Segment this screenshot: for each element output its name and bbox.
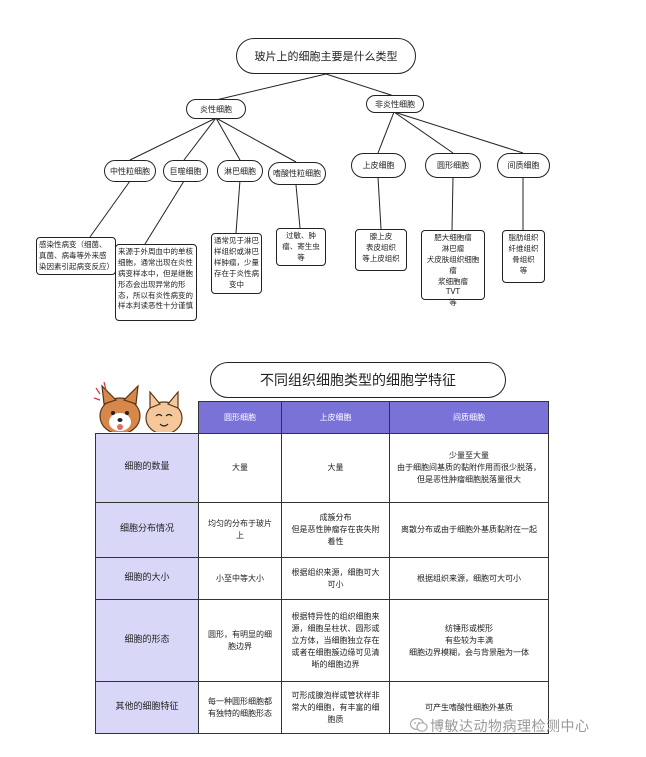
macrophage-note: 来源于外周血中的单核细胞，通常出现在炎性病变样本中，但是继胞形态会出现异常的形态… [115,244,197,321]
table-cell: 离散分布或由于细胞外基质黏附在一起 [389,502,549,558]
lymphocyte-node: 淋巴细胞 [217,160,263,182]
table-corner [96,402,199,434]
mesenchymal-node: 间质细胞 [497,153,550,178]
lymphocyte-note: 通常见于淋巴样组织或淋巴样肿瘤，少量存在于炎性病变中 [211,233,262,294]
eosinophil-node: 嗜酸性粒细胞 [268,162,326,185]
cell-feature-table: 圆形细胞 上皮细胞 间质细胞 细胞的数量 大量 大量 少量至大量 由于细胞间基质… [95,401,549,734]
round-cell-node: 圆形细胞 [425,153,481,178]
macrophage-node: 巨噬细胞 [163,160,208,182]
eosinophil-note: 过敏、肿瘤、寄生虫等 [276,228,326,266]
table-cell: 根据组织来源，细胞可大可小 [281,557,390,600]
row-header: 细胞分布情况 [95,502,199,558]
table-cell: 每一种圆形细胞都有独特的细胞形态 [198,681,282,734]
table-cell: 纺锤形或楔形 有些较为丰满 细胞边界模糊，会与背景融为一体 [389,599,549,682]
table-row: 细胞分布情况 均匀的分布于玻片上 成簇分布 但是恶性肿瘤存在丧失附着性 离散分布… [95,502,549,558]
table-row: 细胞的形态 圆形，有明显的细胞边界 根据特异性的组织细胞来源，细胞呈柱状、圆形或… [95,599,549,682]
row-header: 细胞的大小 [95,557,199,600]
wechat-icon [410,717,428,732]
table-title: 不同组织细胞类型的细胞学特征 [210,362,506,398]
table-cell: 根据特异性的组织细胞来源，细胞呈柱状、圆形或立方体，当细胞独立存在或者在细胞簇边… [281,599,390,682]
table-header-row: 圆形细胞 上皮细胞 间质细胞 [96,401,549,434]
table-row: 细胞的数量 大量 大量 少量至大量 由于细胞间基质的黏附作用而很少脱落，但是恶性… [95,433,549,503]
col-header-round: 圆形细胞 [198,401,282,434]
table-row: 其他的细胞特征 每一种圆形细胞都有独特的细胞形态 可形成腺泡样或管状样非常大的细… [95,681,549,734]
root-node: 玻片上的细胞主要是什么类型 [236,38,416,74]
table-row: 细胞的大小 小至中等大小 根据组织来源，细胞可大可小 根据组织来源，细胞可大可小 [95,557,549,600]
neutrophil-node: 中性粒细胞 [104,160,156,182]
neutrophil-note: 感染性病变（细菌、真菌、病毒等外来感染因素引起病变反应） [36,237,116,275]
table-cell: 可产生嗜酸性细胞外基质 [389,681,549,734]
table-cell: 少量至大量 由于细胞间基质的黏附作用而很少脱落，但是恶性肿瘤细胞脱落量很大 [389,433,549,503]
round-cell-note: 肥大细胞瘤 淋巴瘤 犬皮肤组织细胞瘤 浆细胞瘤 TVT 等 [421,230,485,307]
table-cell: 均匀的分布于玻片上 [198,502,282,558]
table-cell: 可形成腺泡样或管状样非常大的细胞，有丰富的细胞质 [281,681,390,734]
col-header-mesenchymal: 间质细胞 [389,401,549,434]
col-header-epithelial: 上皮细胞 [281,401,390,434]
table-cell: 成簇分布 但是恶性肿瘤存在丧失附着性 [281,502,390,558]
watermark-text: 博敏达动物病理检测中心 [430,719,590,735]
non-inflammatory-node: 非炎性细胞 [366,95,424,113]
epithelial-node: 上皮细胞 [351,153,406,178]
mesenchymal-note: 脂肪组织 纤维组织 骨组织 等 [502,230,545,283]
table-cell: 大量 [281,433,390,503]
inflammatory-node: 炎性细胞 [186,99,246,119]
row-header: 细胞的形态 [95,599,199,682]
row-header: 细胞的数量 [95,433,199,503]
table-cell: 大量 [198,433,282,503]
table-cell: 圆形，有明显的细胞边界 [198,599,282,682]
table-cell: 小至中等大小 [198,557,282,600]
row-header: 其他的细胞特征 [95,681,199,734]
epithelial-note: 腺上皮 表皮组织 等上皮组织 [355,229,407,271]
table-cell: 根据组织来源，细胞可大可小 [389,557,549,600]
